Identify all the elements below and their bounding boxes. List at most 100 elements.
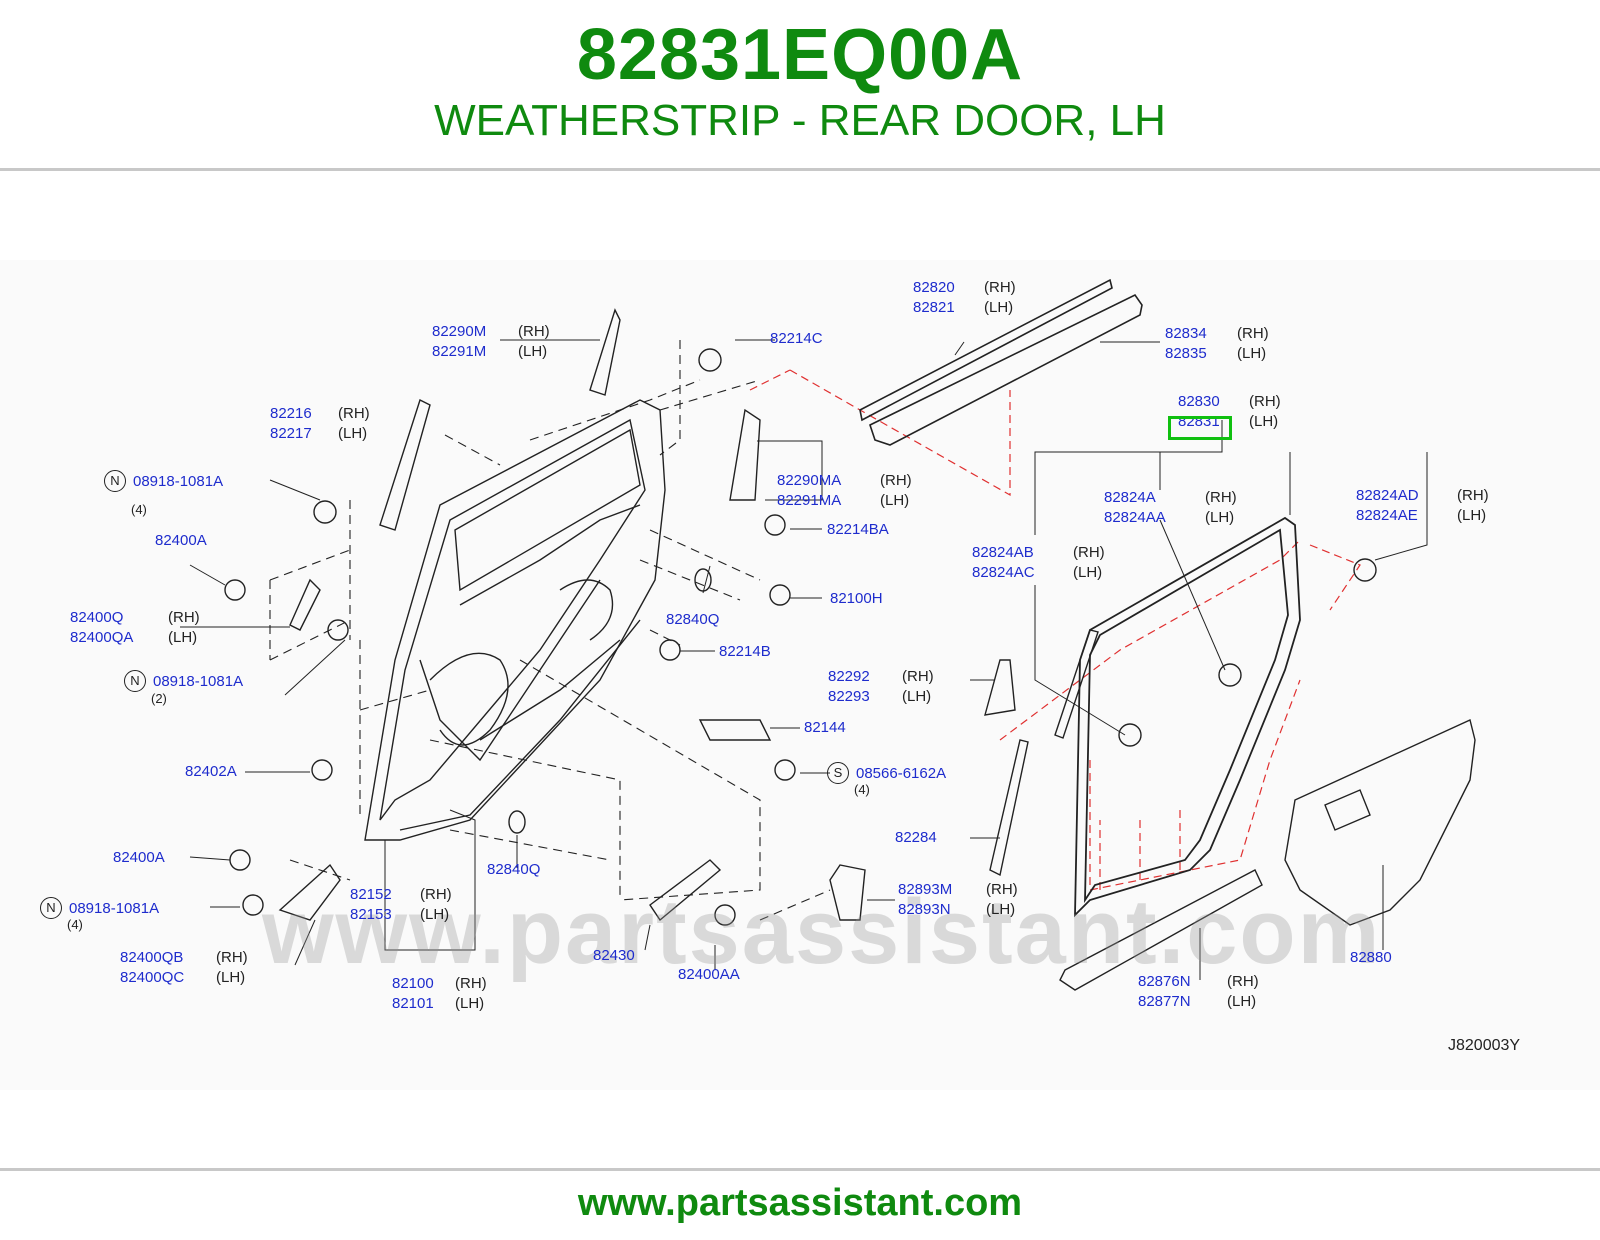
quantity-label: (4) (131, 502, 147, 517)
part-label[interactable]: 82880 (1350, 949, 1392, 966)
part-number-title: 82831EQ00A (576, 15, 1024, 95)
part-label[interactable]: 08566-6162A (856, 765, 947, 782)
part-label[interactable]: 82840Q (487, 861, 541, 878)
side-label: (LH) (902, 688, 932, 705)
quantity-label: (4) (854, 782, 870, 797)
nut-symbol-icon: N (124, 670, 146, 692)
side-label: (RH) (168, 609, 200, 626)
side-label: (LH) (984, 299, 1014, 316)
side-label: (LH) (216, 969, 246, 986)
side-label: (RH) (338, 405, 370, 422)
quantity-label: (4) (67, 917, 83, 932)
side-label: (LH) (1457, 507, 1487, 524)
weatherstrip-drawing (1074, 516, 1301, 918)
diagram-ref-code: J820003Y (1448, 1037, 1521, 1054)
part-label[interactable]: 82402A (185, 763, 237, 780)
part-label[interactable]: 82290MA (777, 472, 842, 489)
footer-divider (0, 1168, 1600, 1171)
part-label[interactable]: 82400QC (120, 969, 185, 986)
nut-symbol-icon: N (40, 897, 62, 919)
side-label: (LH) (338, 425, 368, 442)
side-label: (RH) (1249, 393, 1281, 410)
part-label[interactable]: 82216 (270, 405, 312, 422)
part-label[interactable]: 82292 (828, 668, 870, 685)
header-divider (0, 168, 1600, 171)
side-label: (LH) (1237, 345, 1267, 362)
part-label[interactable]: 82820 (913, 279, 955, 296)
part-label[interactable]: 82877N (1138, 993, 1191, 1010)
part-label[interactable]: 82893N (898, 901, 951, 918)
side-label: (RH) (518, 323, 550, 340)
part-label[interactable]: 82430 (593, 947, 635, 964)
part-label[interactable]: 82876N (1138, 973, 1191, 990)
part-label[interactable]: 82152 (350, 886, 392, 903)
part-label[interactable]: 82821 (913, 299, 955, 316)
part-description: WEATHERSTRIP - REAR DOOR, LH (434, 96, 1166, 145)
door-shell-drawing (364, 399, 666, 841)
part-label[interactable]: 82830 (1178, 393, 1220, 410)
part-label[interactable]: 82217 (270, 425, 312, 442)
side-label: (RH) (1237, 325, 1269, 342)
part-label[interactable]: 82824AC (972, 564, 1035, 581)
footer-url[interactable]: www.partsassistant.com (577, 1182, 1023, 1224)
part-label[interactable]: 82824AD (1356, 487, 1419, 504)
part-label[interactable]: 82100H (830, 590, 883, 607)
side-label: (RH) (1227, 973, 1259, 990)
part-label[interactable]: 82400AA (678, 966, 740, 983)
part-label[interactable]: 82214BA (827, 521, 889, 538)
part-label[interactable]: 82400A (155, 532, 207, 549)
part-label[interactable]: 82824AA (1104, 509, 1166, 526)
part-label[interactable]: 08918-1081A (133, 473, 224, 490)
side-label: (LH) (1205, 509, 1235, 526)
part-label[interactable]: 82824AB (972, 544, 1034, 561)
side-label: (LH) (455, 995, 485, 1012)
side-label: (LH) (880, 492, 910, 509)
screw-symbol-icon: S (827, 762, 849, 784)
part-label[interactable]: 82101 (392, 995, 434, 1012)
diagram-drawing (180, 278, 1476, 991)
part-label[interactable]: 82214C (770, 330, 823, 347)
side-label: (LH) (420, 906, 450, 923)
part-label[interactable]: 82400QA (70, 629, 134, 646)
part-label[interactable]: 82291MA (777, 492, 842, 509)
part-label[interactable]: 08918-1081A (153, 673, 244, 690)
highlight-box (1168, 416, 1232, 440)
nut-symbol-icon: N (104, 470, 126, 492)
side-label: (RH) (984, 279, 1016, 296)
watermark: www.partsassistant.com (262, 881, 1382, 983)
part-label[interactable]: 82100 (392, 975, 434, 992)
side-label: (LH) (1227, 993, 1257, 1010)
side-label: (RH) (455, 975, 487, 992)
part-label[interactable]: 82214B (719, 643, 771, 660)
side-label: (RH) (1457, 487, 1489, 504)
part-label[interactable]: 82824AE (1356, 507, 1418, 524)
part-label[interactable]: 82153 (350, 906, 392, 923)
side-label: (LH) (518, 343, 548, 360)
part-label[interactable]: 82400Q (70, 609, 124, 626)
quantity-label: (2) (151, 691, 167, 706)
side-label: (LH) (986, 901, 1016, 918)
part-label[interactable]: 82293 (828, 688, 870, 705)
part-label[interactable]: 82400A (113, 849, 165, 866)
part-label[interactable]: 82290M (432, 323, 487, 340)
part-label[interactable]: 08918-1081A (69, 900, 160, 917)
part-label[interactable]: 82824A (1104, 489, 1156, 506)
side-label: (RH) (420, 886, 452, 903)
part-label[interactable]: 82893M (898, 881, 953, 898)
side-label: (RH) (902, 668, 934, 685)
part-label[interactable]: 82840Q (666, 611, 720, 628)
parts-diagram: www.partsassistant.com 82290M (RH) 82291… (0, 260, 1600, 1090)
part-label[interactable]: 82144 (804, 719, 846, 736)
side-label: (RH) (216, 949, 248, 966)
side-label: (LH) (168, 629, 198, 646)
side-label: (RH) (1205, 489, 1237, 506)
side-label: (LH) (1249, 413, 1279, 430)
side-label: (LH) (1073, 564, 1103, 581)
side-label: (RH) (986, 881, 1018, 898)
part-label[interactable]: 82834 (1165, 325, 1207, 342)
part-label[interactable]: 82291M (432, 343, 487, 360)
part-label[interactable]: 82400QB (120, 949, 184, 966)
part-label[interactable]: 82835 (1165, 345, 1207, 362)
part-label[interactable]: 82284 (895, 829, 937, 846)
side-label: (RH) (1073, 544, 1105, 561)
